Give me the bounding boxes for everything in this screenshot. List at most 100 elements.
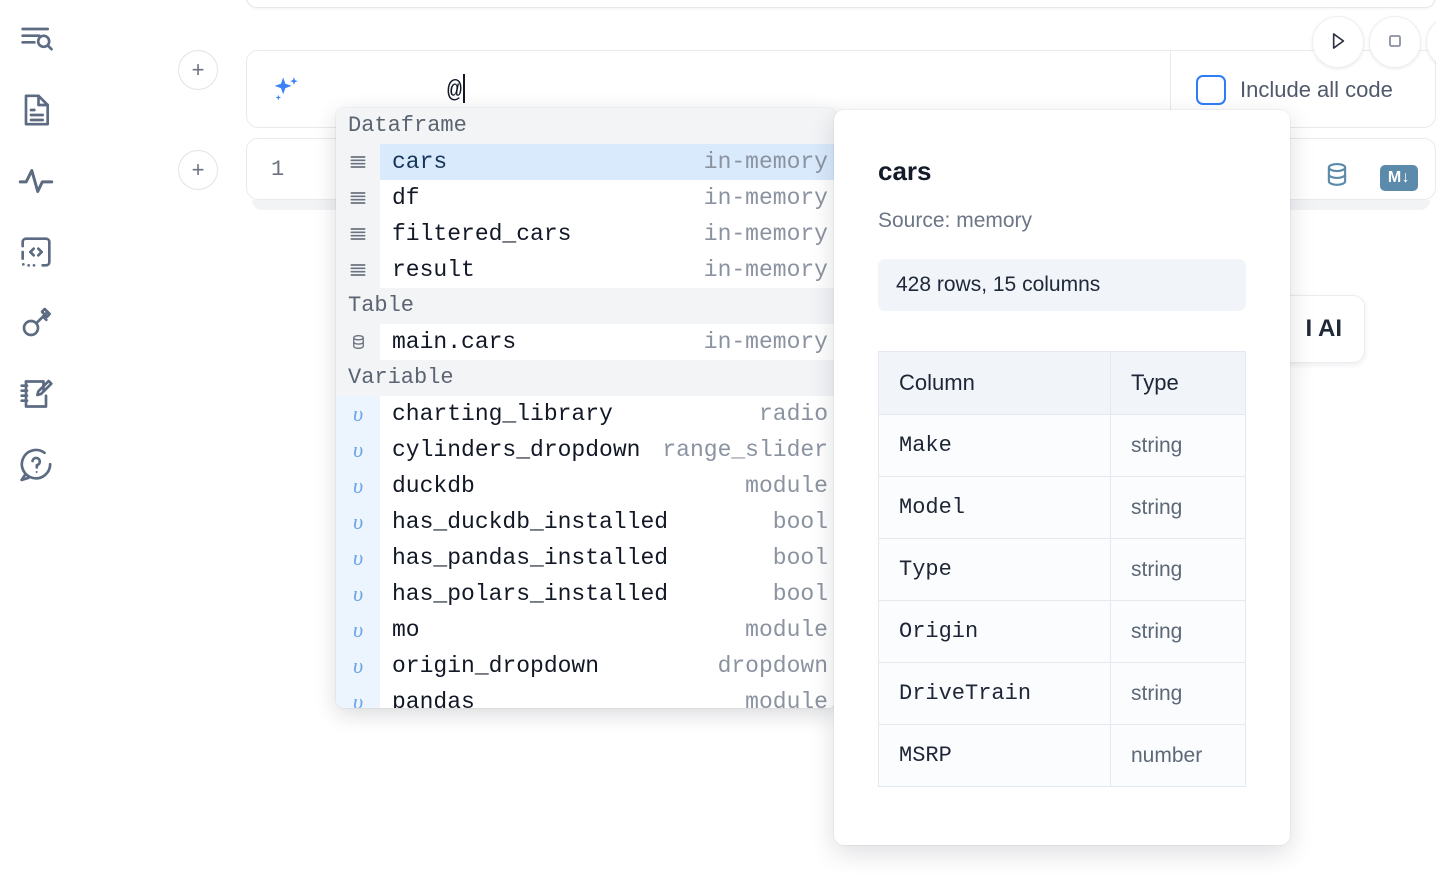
variable-icon: υ <box>336 504 380 540</box>
ai-prompt-row[interactable]: @ <box>247 51 1171 128</box>
autocomplete-item-type: bool <box>772 509 828 535</box>
autocomplete-item-name: has_polars_installed <box>392 581 669 607</box>
variable-icon: υ <box>336 684 380 708</box>
autocomplete-group-header: Table <box>336 288 836 324</box>
variable-icon: υ <box>336 648 380 684</box>
autocomplete-item-content: has_duckdb_installed bool <box>380 504 836 540</box>
ai-prompt-input-value: @ <box>447 76 463 105</box>
autocomplete-item-type: bool <box>772 581 828 607</box>
autocomplete-item-content: pandas module <box>380 684 836 708</box>
autocomplete-item[interactable]: cars in-memory <box>336 144 836 180</box>
autocomplete-item-name: result <box>392 257 475 283</box>
autocomplete-item-type: in-memory <box>703 185 828 211</box>
column-type-cell: string <box>1110 662 1246 725</box>
sidebar-item-snippets[interactable] <box>13 229 59 275</box>
run-cell-button[interactable] <box>1312 16 1364 68</box>
autocomplete-item-name: mo <box>392 617 420 643</box>
column-type-cell: string <box>1110 600 1246 663</box>
markdown-icon[interactable]: M↓ <box>1380 164 1418 191</box>
play-icon <box>1325 28 1351 57</box>
autocomplete-item-name: duckdb <box>392 473 475 499</box>
sidebar-item-notebook[interactable] <box>13 87 59 133</box>
column-name-cell: Model <box>878 476 1111 539</box>
explore-search-icon <box>16 19 56 59</box>
sidebar-item-scratchpad[interactable] <box>13 371 59 417</box>
autocomplete-item[interactable]: main.cars in-memory <box>336 324 836 360</box>
sidebar-item-secrets[interactable] <box>13 300 59 346</box>
autocomplete-item-content: cars in-memory <box>380 144 836 180</box>
autocomplete-item-type: in-memory <box>703 149 828 175</box>
sidebar-item-activity[interactable] <box>13 158 59 204</box>
autocomplete-item-name: cars <box>392 149 448 175</box>
detail-shape-badge: 428 rows, 15 columns <box>878 259 1246 311</box>
autocomplete-item-name: has_duckdb_installed <box>392 509 669 535</box>
help-chat-icon <box>16 445 56 485</box>
database-icon[interactable] <box>1322 160 1352 195</box>
column-name-cell: MSRP <box>878 724 1111 787</box>
detail-source: Source: memory <box>878 209 1033 232</box>
previous-cell-edge <box>246 0 1436 8</box>
dataframe-detail-card: cars Source: memory 428 rows, 15 columns… <box>834 110 1290 845</box>
plus-icon: + <box>191 157 205 182</box>
table-db-icon <box>336 324 380 360</box>
activity-icon <box>15 160 57 202</box>
ai-prompt-input[interactable]: @ <box>327 45 466 134</box>
dataframe-icon <box>336 216 380 252</box>
column-name-cell: DriveTrain <box>878 662 1111 725</box>
column-type-cell: number <box>1110 724 1246 787</box>
sidebar-item-help[interactable] <box>13 442 59 488</box>
cell-toolbar: M↓ <box>1322 160 1418 195</box>
autocomplete-item-name: pandas <box>392 689 475 708</box>
variable-icon: υ <box>336 468 380 504</box>
autocomplete-item[interactable]: df in-memory <box>336 180 836 216</box>
autocomplete-item-type: module <box>745 473 828 499</box>
variable-icon: υ <box>336 432 380 468</box>
column-type-cell: string <box>1110 538 1246 601</box>
autocomplete-item-name: charting_library <box>392 401 613 427</box>
include-all-code-row[interactable]: Include all code <box>1172 51 1436 128</box>
sidebar-item-explore[interactable] <box>13 16 59 62</box>
dataframe-icon <box>336 252 380 288</box>
autocomplete-item[interactable]: υ has_duckdb_installed bool <box>336 504 836 540</box>
table-header-cell: Type <box>1110 351 1246 415</box>
autocomplete-item-name: df <box>392 185 420 211</box>
include-all-code-checkbox[interactable] <box>1196 74 1226 105</box>
stop-cell-button[interactable] <box>1369 16 1421 68</box>
autocomplete-item-type: module <box>745 689 828 708</box>
add-cell-below-button[interactable]: + <box>178 150 218 190</box>
scratchpad-edit-icon <box>16 374 56 414</box>
column-type-cell: string <box>1110 414 1246 477</box>
autocomplete-item-name: has_pandas_installed <box>392 545 669 571</box>
autocomplete-item-type: in-memory <box>703 329 828 355</box>
autocomplete-item-name: main.cars <box>392 329 517 355</box>
add-cell-above-button[interactable]: + <box>178 50 218 90</box>
autocomplete-item-content: has_polars_installed bool <box>380 576 836 612</box>
detail-title: cars <box>878 156 932 186</box>
autocomplete-item-type: in-memory <box>703 221 828 247</box>
autocomplete-item-name: cylinders_dropdown <box>392 437 641 463</box>
plus-icon: + <box>191 57 205 82</box>
